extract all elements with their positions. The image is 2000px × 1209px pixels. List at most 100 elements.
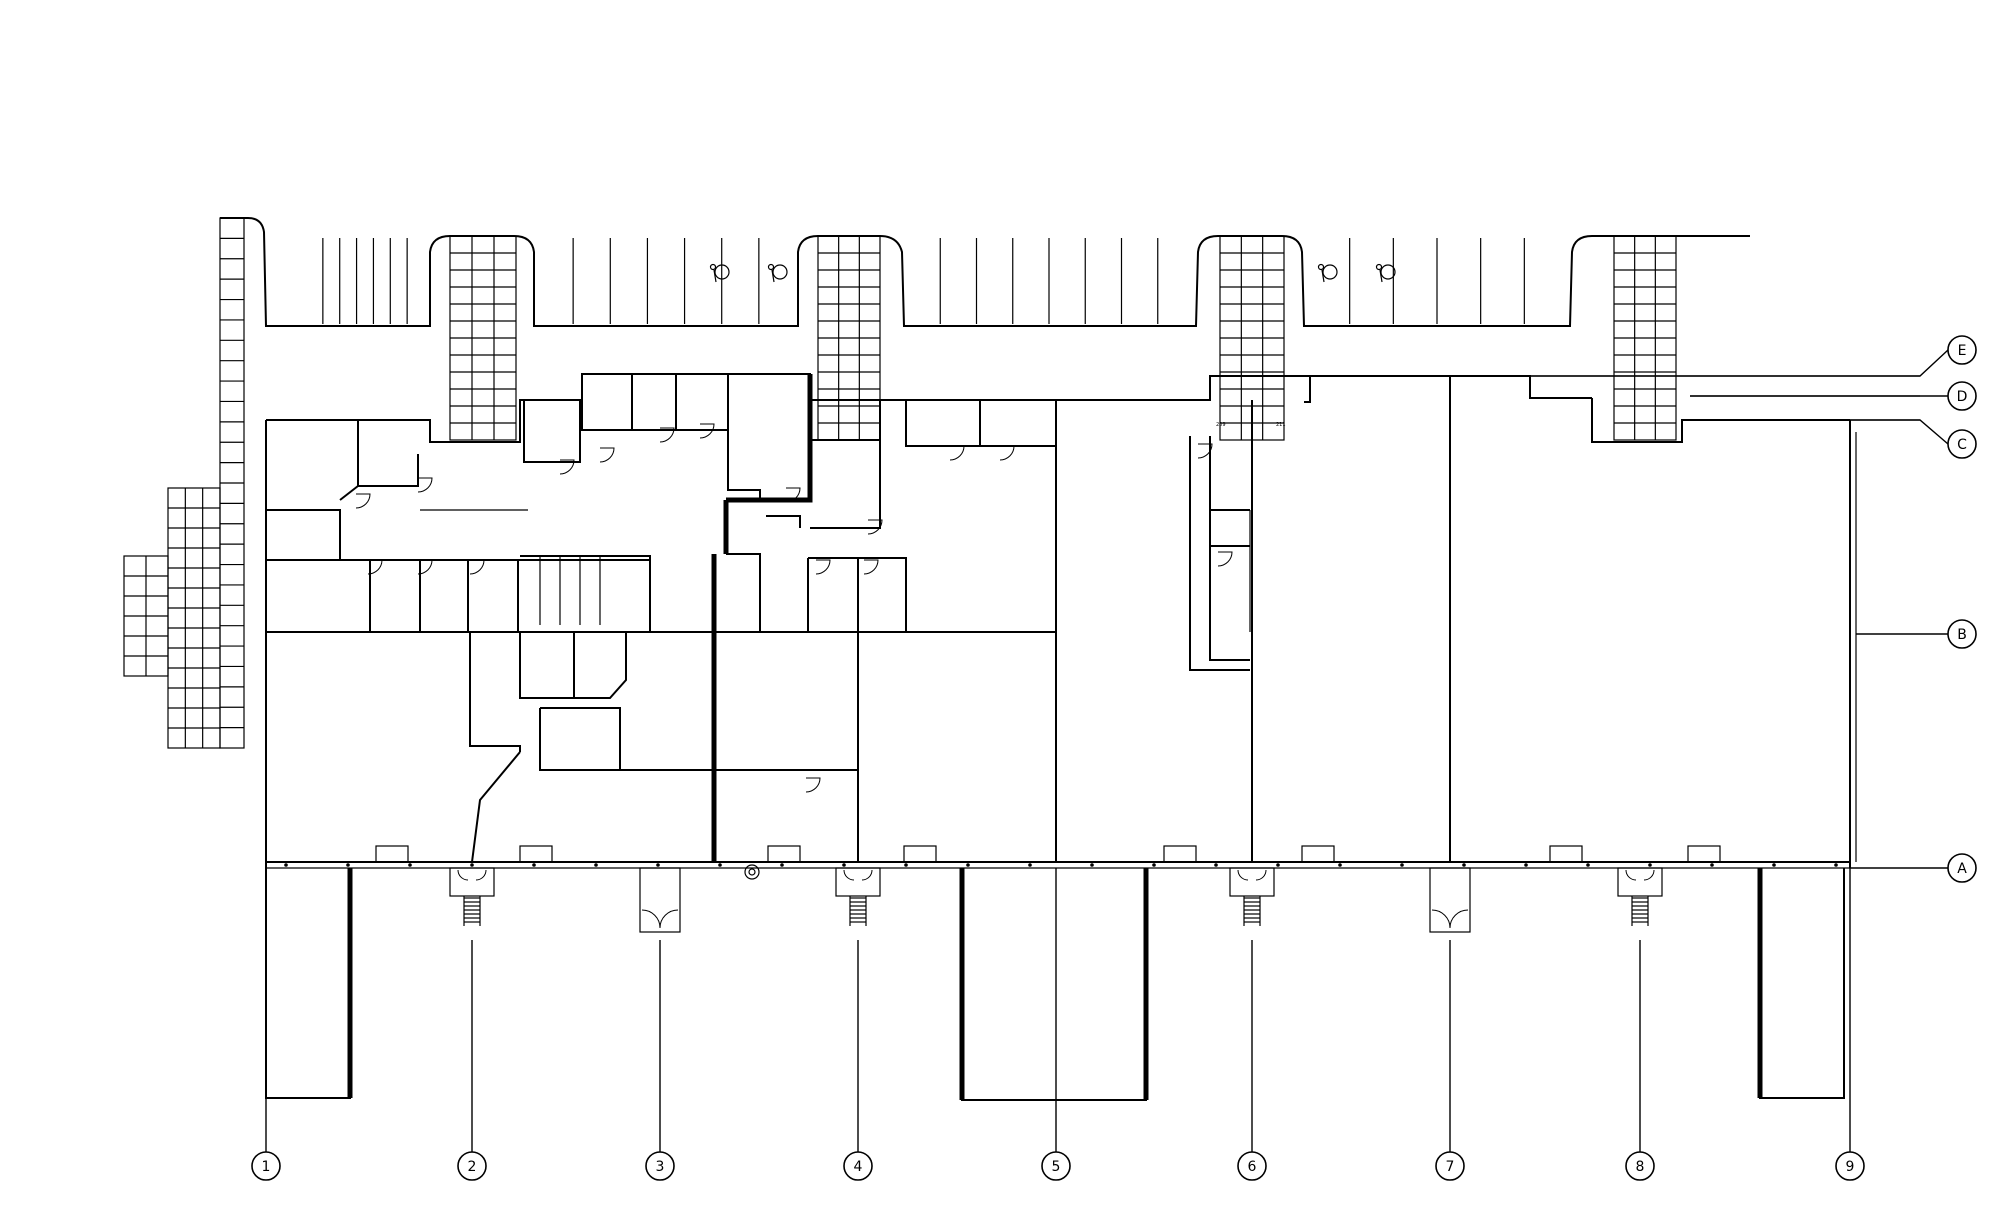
door-swing — [469, 559, 485, 575]
office-suite-center — [1189, 436, 1251, 671]
bollard — [966, 863, 970, 867]
door-swing — [1217, 551, 1233, 567]
stair-landing — [835, 867, 881, 897]
door-swing — [417, 559, 433, 575]
dock-door — [375, 845, 409, 863]
column-label: 3 — [656, 1159, 665, 1175]
column-label: 6 — [1248, 1159, 1257, 1175]
double-door-icon — [639, 867, 1471, 933]
dock-door — [1163, 845, 1197, 863]
column-bubble — [251, 1151, 281, 1181]
bollard — [1586, 863, 1590, 867]
column-label: 4 — [854, 1159, 863, 1175]
column-label: 8 — [1636, 1159, 1645, 1175]
row-label: C — [1957, 437, 1967, 453]
door-swing — [599, 447, 615, 463]
dock-door — [1549, 845, 1583, 863]
door-swing — [659, 427, 675, 443]
side-walk-strip — [167, 487, 221, 749]
door-swing — [559, 459, 575, 475]
bollard — [594, 863, 598, 867]
stair-door — [1625, 869, 1655, 881]
dock-door — [903, 845, 937, 863]
row-label: A — [1957, 861, 1967, 877]
door-swing — [815, 559, 831, 575]
stair-door — [1237, 869, 1267, 881]
bollard — [1648, 863, 1652, 867]
stair-door — [843, 869, 873, 881]
bollard — [1772, 863, 1776, 867]
bollard — [718, 863, 722, 867]
row-bubble — [1947, 853, 1977, 883]
bollard — [346, 863, 350, 867]
double-door-swing — [1431, 909, 1469, 929]
dock-door — [1301, 845, 1335, 863]
door-swing — [805, 777, 821, 793]
column-bubble — [1835, 1151, 1865, 1181]
column-label: 9 — [1846, 1159, 1855, 1175]
door-swing — [785, 487, 801, 503]
double-door-swing — [641, 909, 679, 929]
office-suite-left — [266, 374, 1056, 863]
double-door-frame — [1429, 867, 1471, 933]
door-swing — [949, 445, 965, 461]
stair-landing — [1617, 867, 1663, 897]
door-swing — [417, 477, 433, 493]
demising-walls — [711, 374, 1451, 862]
column-bubble — [1435, 1151, 1465, 1181]
room-tag-209: 209 — [1216, 422, 1226, 428]
dock-door — [519, 845, 553, 863]
column-bubble — [1625, 1151, 1655, 1181]
column-bubble — [457, 1151, 487, 1181]
bollard — [1338, 863, 1342, 867]
row-grid: E D C B A — [1530, 335, 1977, 883]
column-label: 7 — [1446, 1159, 1455, 1175]
row-label: D — [1957, 389, 1968, 405]
bollard — [532, 863, 536, 867]
parking-lot — [220, 217, 1750, 441]
stair-landing — [1229, 867, 1275, 897]
bollard — [1834, 863, 1838, 867]
row-label: B — [1957, 627, 1967, 643]
door-swing — [867, 519, 883, 535]
column-bubble — [843, 1151, 873, 1181]
dock-doors — [284, 845, 1838, 867]
bollard — [284, 863, 288, 867]
bollard — [1214, 863, 1218, 867]
column-bubble — [1237, 1151, 1267, 1181]
walkway-tiles — [449, 235, 1677, 441]
bollard — [1276, 863, 1280, 867]
door-swing — [999, 445, 1015, 461]
room-tag-211: 211 — [1276, 422, 1286, 428]
column-label: 2 — [468, 1159, 477, 1175]
dock-door — [1687, 845, 1721, 863]
bollard — [904, 863, 908, 867]
row-grid-line — [1690, 419, 1949, 445]
bollard — [780, 863, 784, 867]
side-walkway — [123, 217, 245, 749]
row-label: E — [1958, 343, 1967, 359]
bollard — [1028, 863, 1032, 867]
row-bubble — [1947, 619, 1977, 649]
wheelchair-icon — [709, 263, 1396, 283]
stair-landing — [449, 867, 495, 897]
door-swing — [355, 493, 371, 509]
door-swing — [1197, 443, 1213, 459]
bollard — [656, 863, 660, 867]
bollard — [470, 863, 474, 867]
building-shell — [265, 373, 1920, 869]
row-bubble — [1947, 381, 1977, 411]
column-bubble — [1041, 1151, 1071, 1181]
parking-stripes — [322, 238, 1525, 324]
bollard — [1710, 863, 1714, 867]
column-label: 5 — [1052, 1159, 1061, 1175]
bollard — [842, 863, 846, 867]
doors — [355, 423, 1233, 793]
stair-icon — [449, 867, 1663, 926]
door-swing — [367, 559, 383, 575]
door-swing — [863, 559, 879, 575]
bollard — [408, 863, 412, 867]
bollard — [1524, 863, 1528, 867]
